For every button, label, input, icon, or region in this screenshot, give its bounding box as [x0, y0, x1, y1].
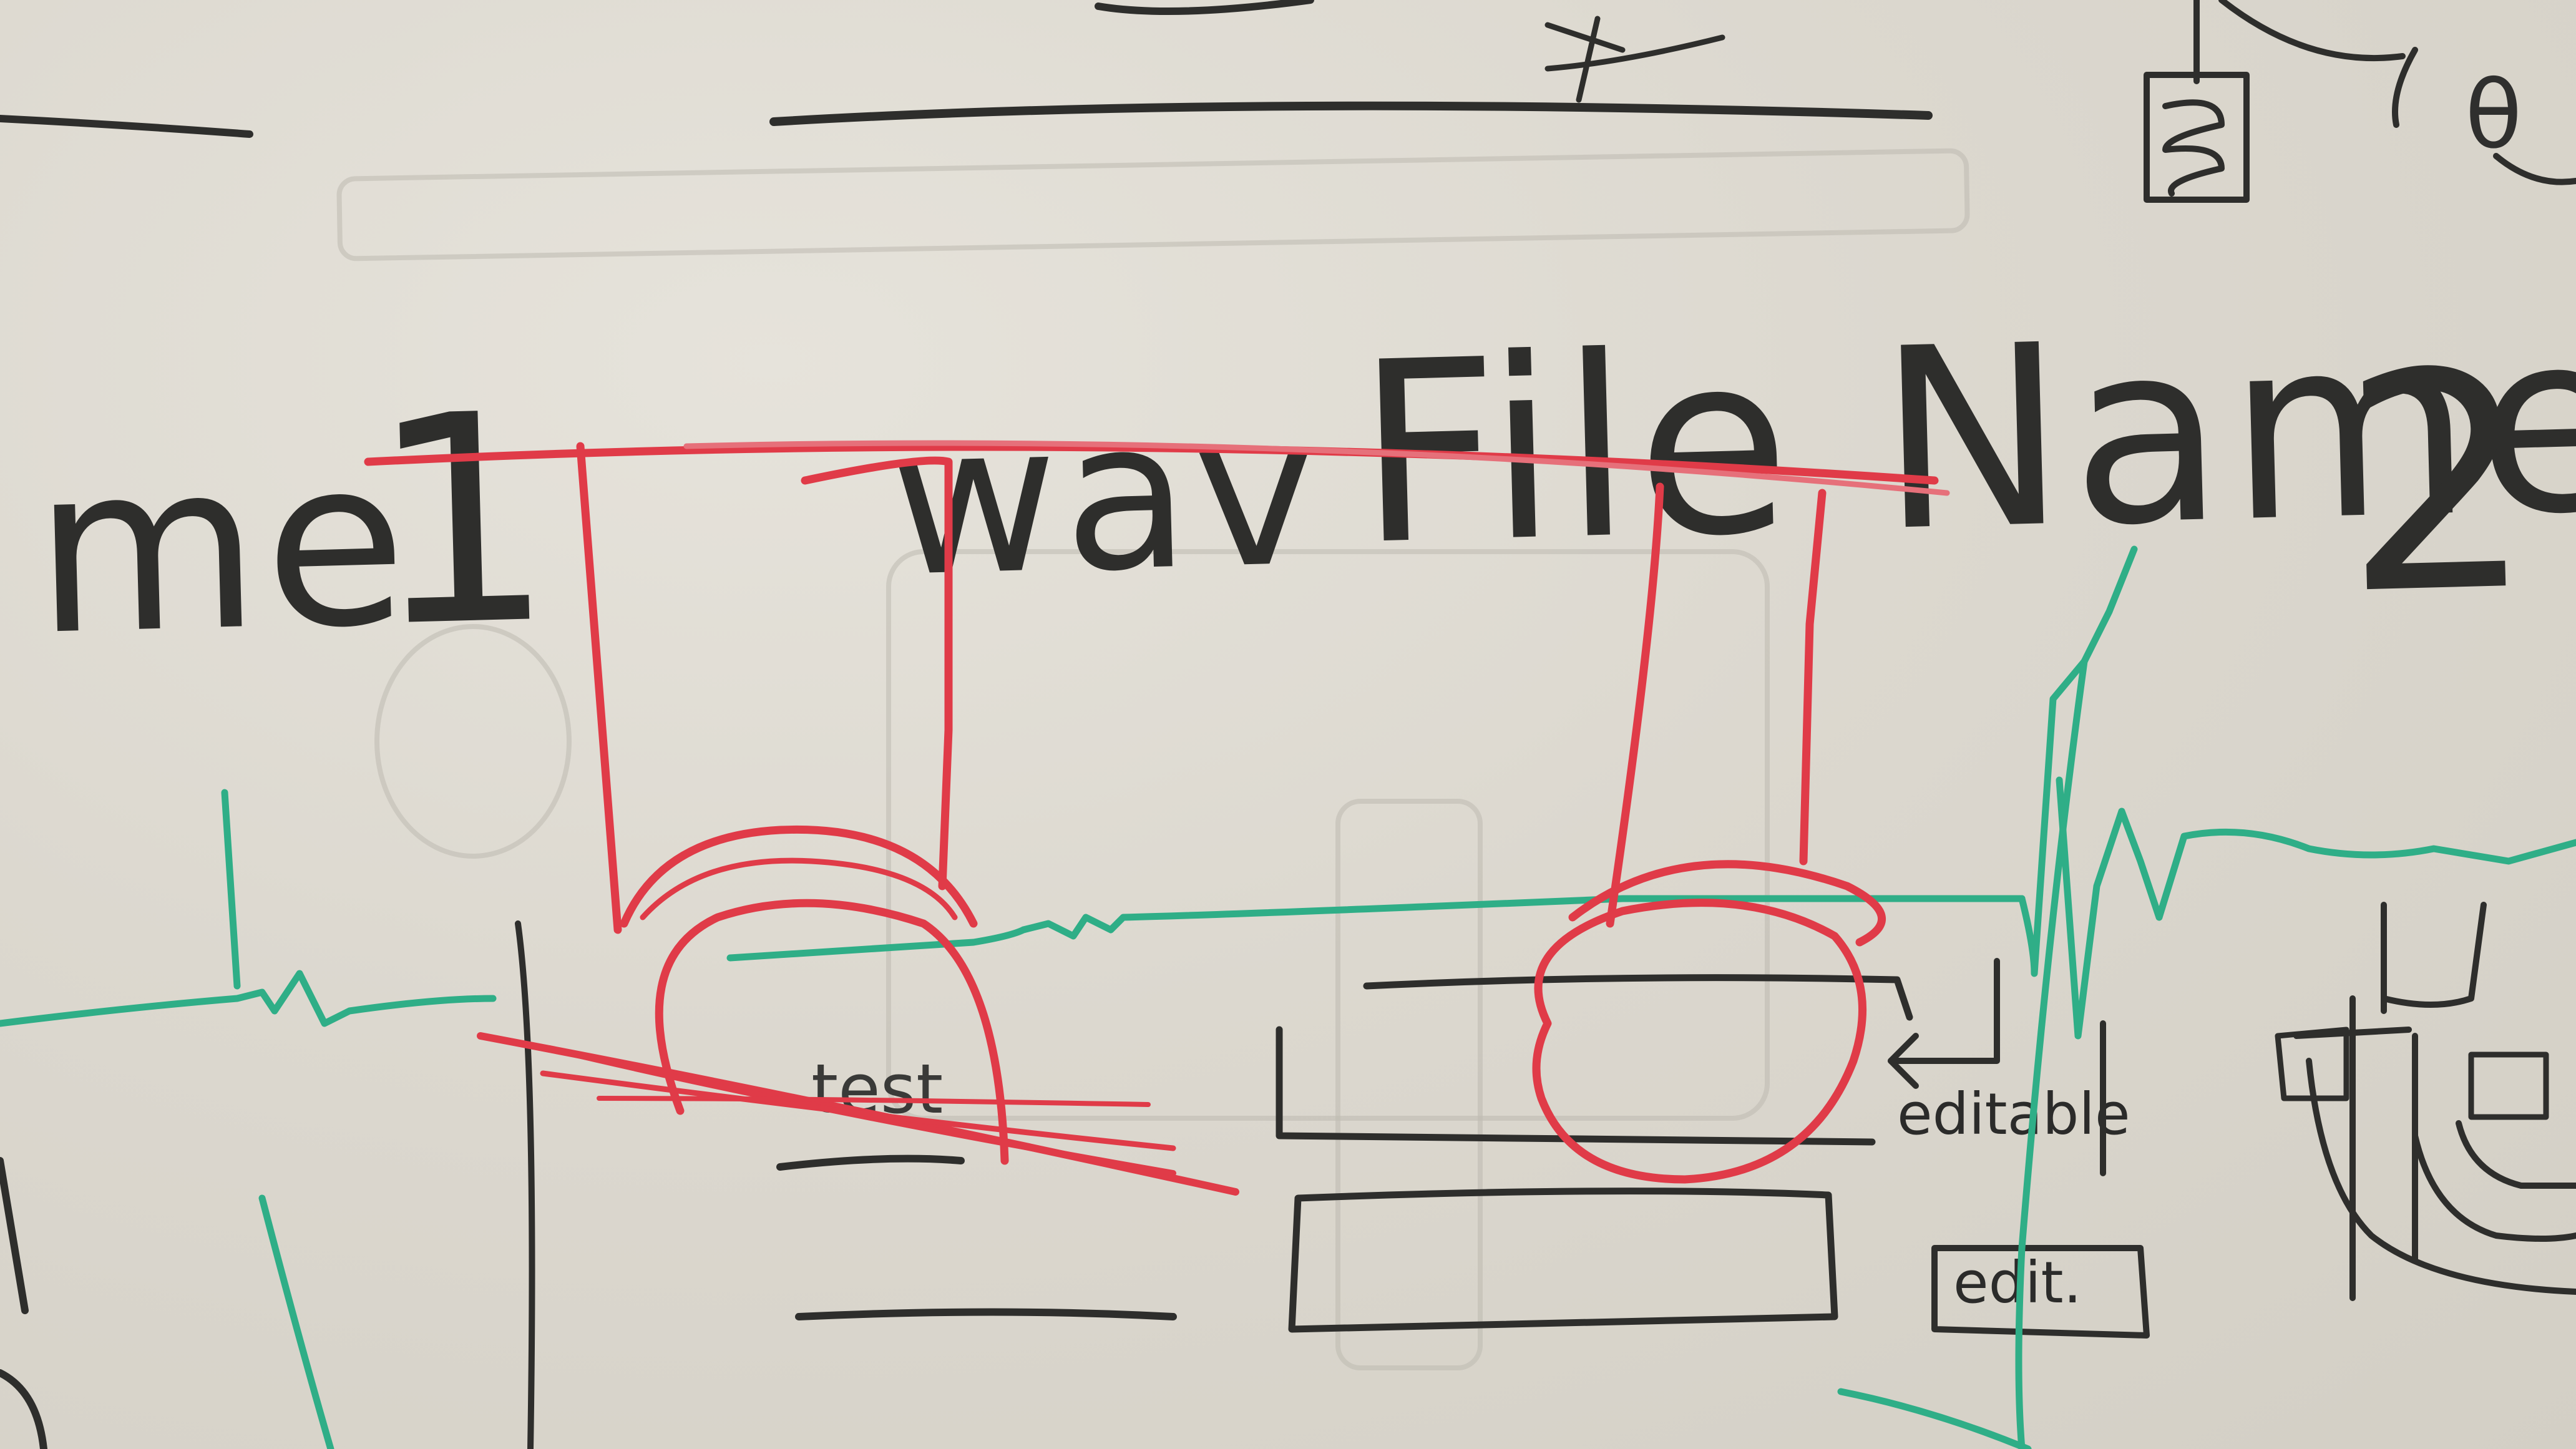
ghost-mark [374, 624, 572, 859]
ghost-mark [886, 549, 1770, 1121]
ghost-mark [1335, 799, 1483, 1370]
text-theta: θ [2465, 61, 2522, 170]
green-marker-strokes [0, 545, 2576, 1449]
text-editable: editable [1897, 1081, 2130, 1148]
red-marker-strokes [364, 440, 1950, 1196]
